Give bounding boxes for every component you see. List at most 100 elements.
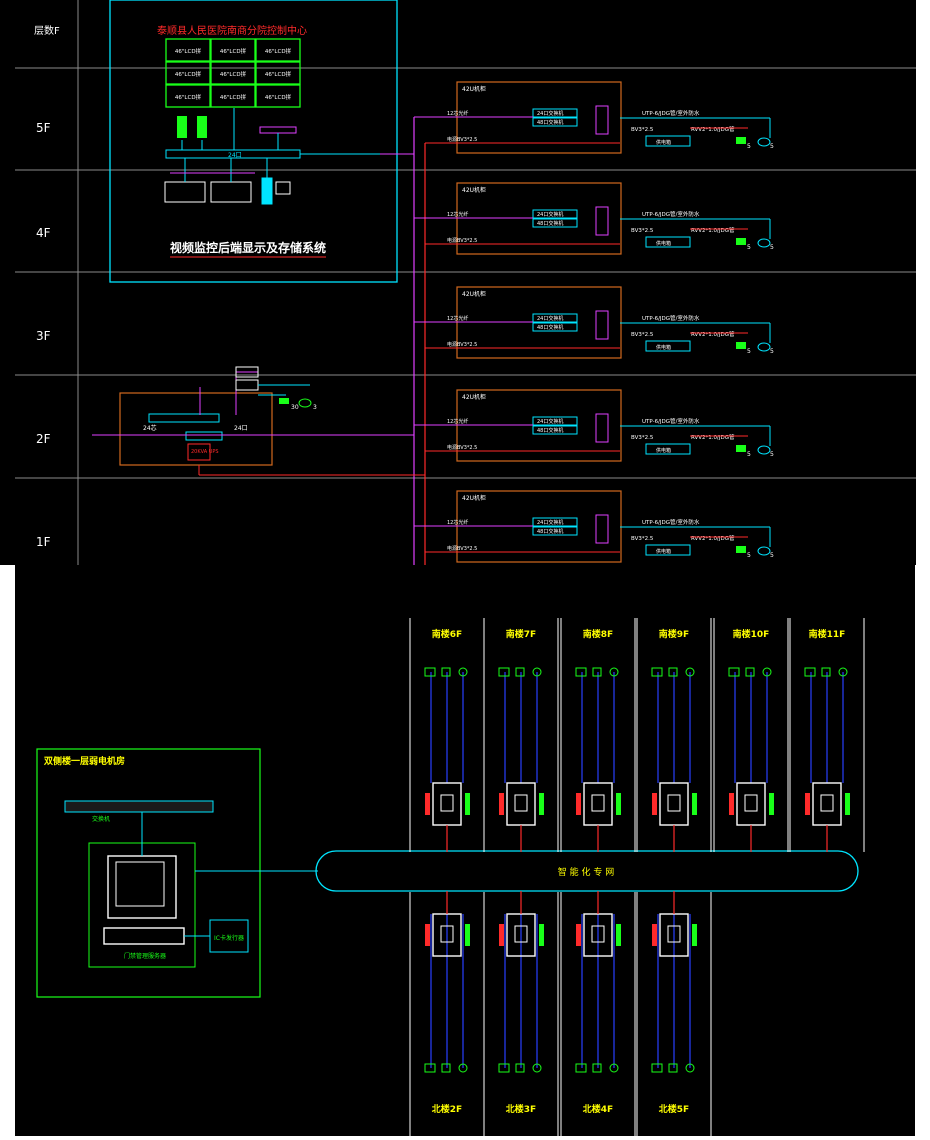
rack-switch-24 [532,416,578,426]
floor-column-label: 南楼6F [432,628,462,640]
rack-switch-24-label: 24口交换机 [537,418,563,425]
door-controller-face [667,925,681,943]
floor-label-3f: 3F [36,329,51,343]
lock-icon [685,667,695,677]
power-box [645,135,691,147]
floor-column-label: 北楼4F [583,1103,613,1115]
cabinet-2f-fiber: 24芯 [143,424,157,432]
rack-floor-5: 42U机柜24口交换机48口交换机12芯光纤电源BV3*2.5UTP-6/JDG… [414,490,774,563]
button-icon [745,667,755,677]
lcd-panel [255,61,301,85]
power-label: 电源BV3*2.5 [447,545,477,552]
power-box-label: 供电箱 [656,447,671,454]
rvv-label: RVV2*1.0/JDG管 [691,125,735,133]
rack-switch-24 [532,313,578,323]
cabinet-2f: 20KVA UPS 24芯 24口 30 3 [92,366,425,476]
door-controller-face [514,925,528,943]
rack-switch-48 [532,322,578,332]
lcd-panel [165,84,211,108]
power-box-label: 供电箱 [656,139,671,146]
door-controller-face [591,925,605,943]
reader-icon [575,667,587,677]
rack-switch-24-label: 24口交换机 [537,110,563,117]
rack-label: 42U机柜 [462,393,486,401]
patch-panel [595,310,609,340]
server-caption: 门禁管理服务器 [124,952,166,960]
bv-label: BV3*2.5 [631,435,654,441]
fiber-label: 12芯光纤 [447,315,468,322]
button-icon [441,667,451,677]
rack-switch-24 [532,108,578,118]
camera-count-dome: 5 [770,143,774,150]
controller-caption: IC卡发行器 [214,934,244,942]
power-box [645,443,691,455]
south-floor-3: 南楼8F [560,618,636,852]
controller-green-tag [616,924,621,946]
rvv-label: RVV2*1.0/JDG管 [691,226,735,234]
lock-icon [532,667,542,677]
floor-column-label: 北楼2F [432,1103,462,1115]
power-label: 电源BV3*2.5 [447,444,477,451]
north-floor-columns: 北楼2F 北楼3F 北楼4F 北楼5F [409,891,712,1136]
camera-count: 5 [747,348,751,355]
south-floor-6: 南楼11F [789,618,865,852]
power-box [645,544,691,556]
door-controller-face [440,794,454,812]
intelligent-network-bus [315,850,859,892]
center-links [181,108,380,182]
controller-red-tag [652,924,657,946]
rack-label: 42U机柜 [462,494,486,502]
floor-label-5f: 5F [36,121,51,135]
rack-switch-48 [532,526,578,536]
rack-switch-48 [532,425,578,435]
north-floor-4: 北楼5F [636,892,712,1136]
dome-camera-icon [757,238,771,248]
reader-icon [498,667,510,677]
power-label: 电源BV3*2.5 [447,341,477,348]
north-floor-3: 北楼4F [560,892,636,1136]
button-icon [515,667,525,677]
lcd-panel [210,84,256,108]
rack-floor-1: 42U机柜24口交换机48口交换机12芯光纤电源BV3*2.5UTP-6/JDG… [414,81,774,154]
door-controller-face [820,794,834,812]
rack-switch-24 [532,517,578,527]
button-icon [515,1063,525,1073]
power-label: 电源BV3*2.5 [447,136,477,143]
camera-count-dome: 5 [770,552,774,559]
power-box [645,340,691,352]
ups-label: 20KVA UPS [191,449,219,455]
intelligent-network-label: 智 能 化 专 网 [558,866,614,878]
controller-green-tag [845,793,850,815]
door-controller-face [667,794,681,812]
rack-floor-4: 42U机柜24口交换机48口交换机12芯光纤电源BV3*2.5UTP-6/JDG… [414,389,774,462]
lock-icon [685,1063,695,1073]
rack-switch-48-label: 48口交换机 [537,427,563,434]
reader-icon [498,1063,510,1073]
center-switch-label: 24口 [228,152,242,159]
power-box [645,236,691,248]
camera-icon [736,546,746,553]
rack-switch-24-label: 24口交换机 [537,519,563,526]
lcd-panel-label: 46"LCD拼 [175,70,202,78]
reader-icon [424,667,436,677]
bv-label: BV3*2.5 [631,332,654,338]
north-floor-2: 北楼3F [483,892,559,1136]
controller-red-tag [576,793,581,815]
floor-column-label: 北楼5F [659,1103,689,1115]
floor-label-1f: 1F [36,535,51,549]
rack-floor-2: 42U机柜24口交换机48口交换机12芯光纤电源BV3*2.5UTP-6/JDG… [414,182,774,255]
door-controller-face [440,925,454,943]
dome-camera-icon [757,137,771,147]
room-switch [64,800,214,813]
rvv-label: RVV2*1.0/JDG管 [691,433,735,441]
lcd-panel [255,84,301,108]
controller-green-tag [692,793,697,815]
rack-switch-24 [532,209,578,219]
controller-green-tag [616,793,621,815]
lcd-panel-label: 46"LCD拼 [220,47,247,55]
